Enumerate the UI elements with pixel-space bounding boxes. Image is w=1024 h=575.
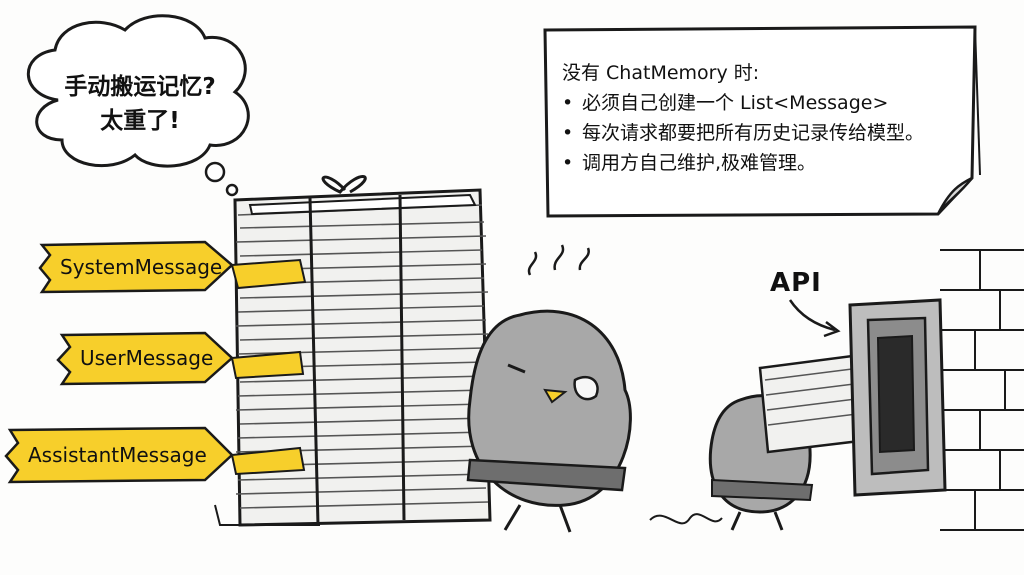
- tag-shapes: [4, 240, 307, 484]
- info-box: 没有 ChatMemory 时: 必须自己创建一个 List<Message> …: [562, 58, 962, 178]
- tag-user-message-label: UserMessage: [80, 346, 214, 370]
- api-label: API: [770, 268, 822, 298]
- small-chick: [649, 353, 870, 531]
- thought-line-2: 太重了!: [100, 108, 180, 134]
- thought-bubble-text: 手动搬运记忆? 太重了!: [40, 70, 240, 138]
- tag-user-message: UserMessage: [62, 336, 214, 380]
- api-slot: [788, 249, 1024, 531]
- thought-line-1: 手动搬运记忆?: [64, 74, 216, 100]
- tag-system-message: SystemMessage: [42, 245, 222, 289]
- info-bullet-2: 每次请求都要把所有历史记录传给模型。: [562, 118, 962, 148]
- tag-system-message-label: SystemMessage: [60, 255, 223, 279]
- info-bullet-1: 必须自己创建一个 List<Message>: [562, 88, 962, 118]
- info-heading: 没有 ChatMemory 时:: [562, 62, 760, 84]
- stressed-chick: [466, 244, 632, 533]
- info-bullet-3: 调用方自己维护,极难管理。: [562, 148, 962, 178]
- tag-assistant-message-label: AssistantMessage: [28, 443, 207, 467]
- tag-assistant-message: AssistantMessage: [10, 433, 210, 477]
- thought-bubble: [26, 14, 250, 197]
